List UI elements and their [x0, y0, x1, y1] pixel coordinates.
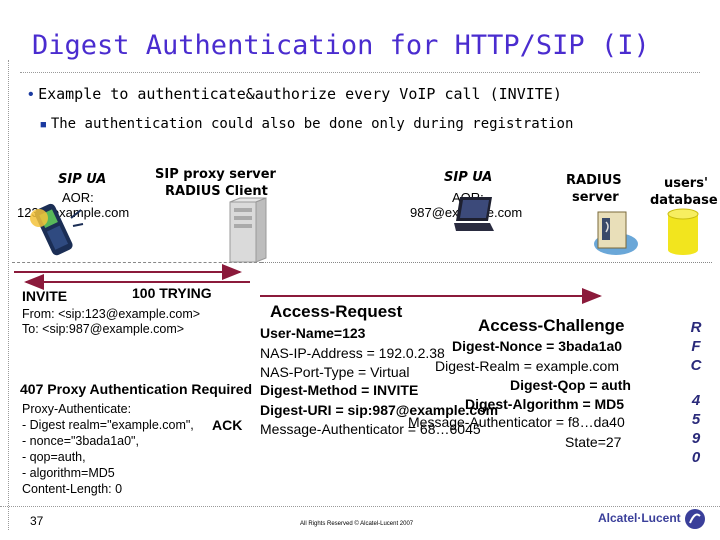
attr-message-authenticator-chal: Message-Authenticator = f8…da40: [408, 414, 625, 430]
alcatel-lucent-logo-icon: [684, 508, 706, 530]
rfc-letter: F: [684, 337, 708, 356]
proxy-auth-required-label: 407 Proxy Authentication Required: [20, 381, 252, 397]
lane-ua1-proxy: [12, 262, 262, 263]
rfc-reference: R F C 4 5 9 0: [684, 318, 708, 467]
server-tower-icon: [226, 196, 270, 264]
rfc-letter: C: [684, 356, 708, 375]
footer-divider: [0, 506, 720, 507]
attr-nas-ip: NAS-IP-Address = 192.0.2.38: [260, 345, 445, 361]
proxy-authenticate-header: Proxy-Authenticate:: [22, 402, 131, 416]
ack-label: ACK: [212, 417, 242, 433]
bullet-1-text: Example to authenticate&authorize every …: [38, 85, 562, 103]
pa-realm: - Digest realm="example.com",: [22, 418, 194, 432]
attr-user-name: User-Name=123: [260, 325, 365, 341]
attr-nas-port: NAS-Port-Type = Virtual: [260, 364, 410, 380]
rfc-digit: 4: [684, 391, 708, 410]
title-divider: [20, 72, 700, 73]
radius-role: server: [572, 190, 619, 205]
laptop-icon: [452, 195, 496, 235]
bullet-1: • Example to authenticate&authorize ever…: [28, 85, 562, 104]
bullet-2: ■ The authentication could also be done …: [40, 115, 573, 132]
pa-nonce: - nonce="3bada1a0",: [22, 434, 139, 448]
copyright-text: All Rights Reserved © Alcatel-Lucent 200…: [300, 521, 413, 527]
content-length: Content-Length: 0: [22, 482, 122, 496]
alcatel-lucent-logo: Alcatel·Lucent: [598, 508, 706, 530]
page-number: 37: [30, 514, 43, 528]
db-name: users': [664, 176, 708, 191]
attr-digest-method: Digest-Method = INVITE: [260, 382, 418, 398]
invite-from: From: <sip:123@example.com>: [22, 307, 200, 321]
cellphone-icon: [25, 200, 85, 260]
proxy-name: SIP proxy server: [155, 167, 276, 182]
rfc-letter: R: [684, 318, 708, 337]
bullet-2-text: The authentication could also be done on…: [51, 116, 574, 132]
left-margin-divider: [8, 60, 9, 530]
rfc-digit: 9: [684, 429, 708, 448]
rfc-spacer: [684, 375, 708, 391]
ua2-name: SIP UA: [444, 170, 492, 185]
radius-name: RADIUS: [566, 173, 622, 188]
logo-wordmark: Alcatel·Lucent: [598, 511, 681, 525]
pa-algorithm: - algorithm=MD5: [22, 466, 115, 480]
bullet-square-icon: ■: [40, 119, 47, 131]
rfc-digit: 0: [684, 448, 708, 467]
invite-label: INVITE: [22, 288, 67, 304]
slide-title: Digest Authentication for HTTP/SIP (I): [32, 30, 650, 61]
lane-proxy-radius: [262, 262, 712, 263]
pa-qop: - qop=auth,: [22, 450, 86, 464]
db-role: database: [650, 193, 718, 208]
rfc-digit: 5: [684, 410, 708, 429]
attr-digest-algorithm: Digest-Algorithm = MD5: [465, 396, 624, 412]
attr-digest-nonce: Digest-Nonce = 3bada1a0: [452, 338, 622, 354]
radius-server-icon: [592, 204, 640, 258]
database-cylinder-icon: [666, 208, 700, 256]
trying-label: 100 TRYING: [132, 285, 212, 301]
ua1-name: SIP UA: [58, 172, 106, 187]
bullet-dot-icon: •: [28, 86, 34, 103]
access-challenge-label: Access-Challenge: [478, 316, 624, 336]
attr-digest-qop: Digest-Qop = auth: [510, 377, 631, 393]
attr-state: State=27: [565, 434, 621, 450]
access-request-label: Access-Request: [270, 302, 402, 322]
invite-to: To: <sip:987@example.com>: [22, 322, 184, 336]
attr-digest-realm: Digest-Realm = example.com: [435, 358, 619, 374]
